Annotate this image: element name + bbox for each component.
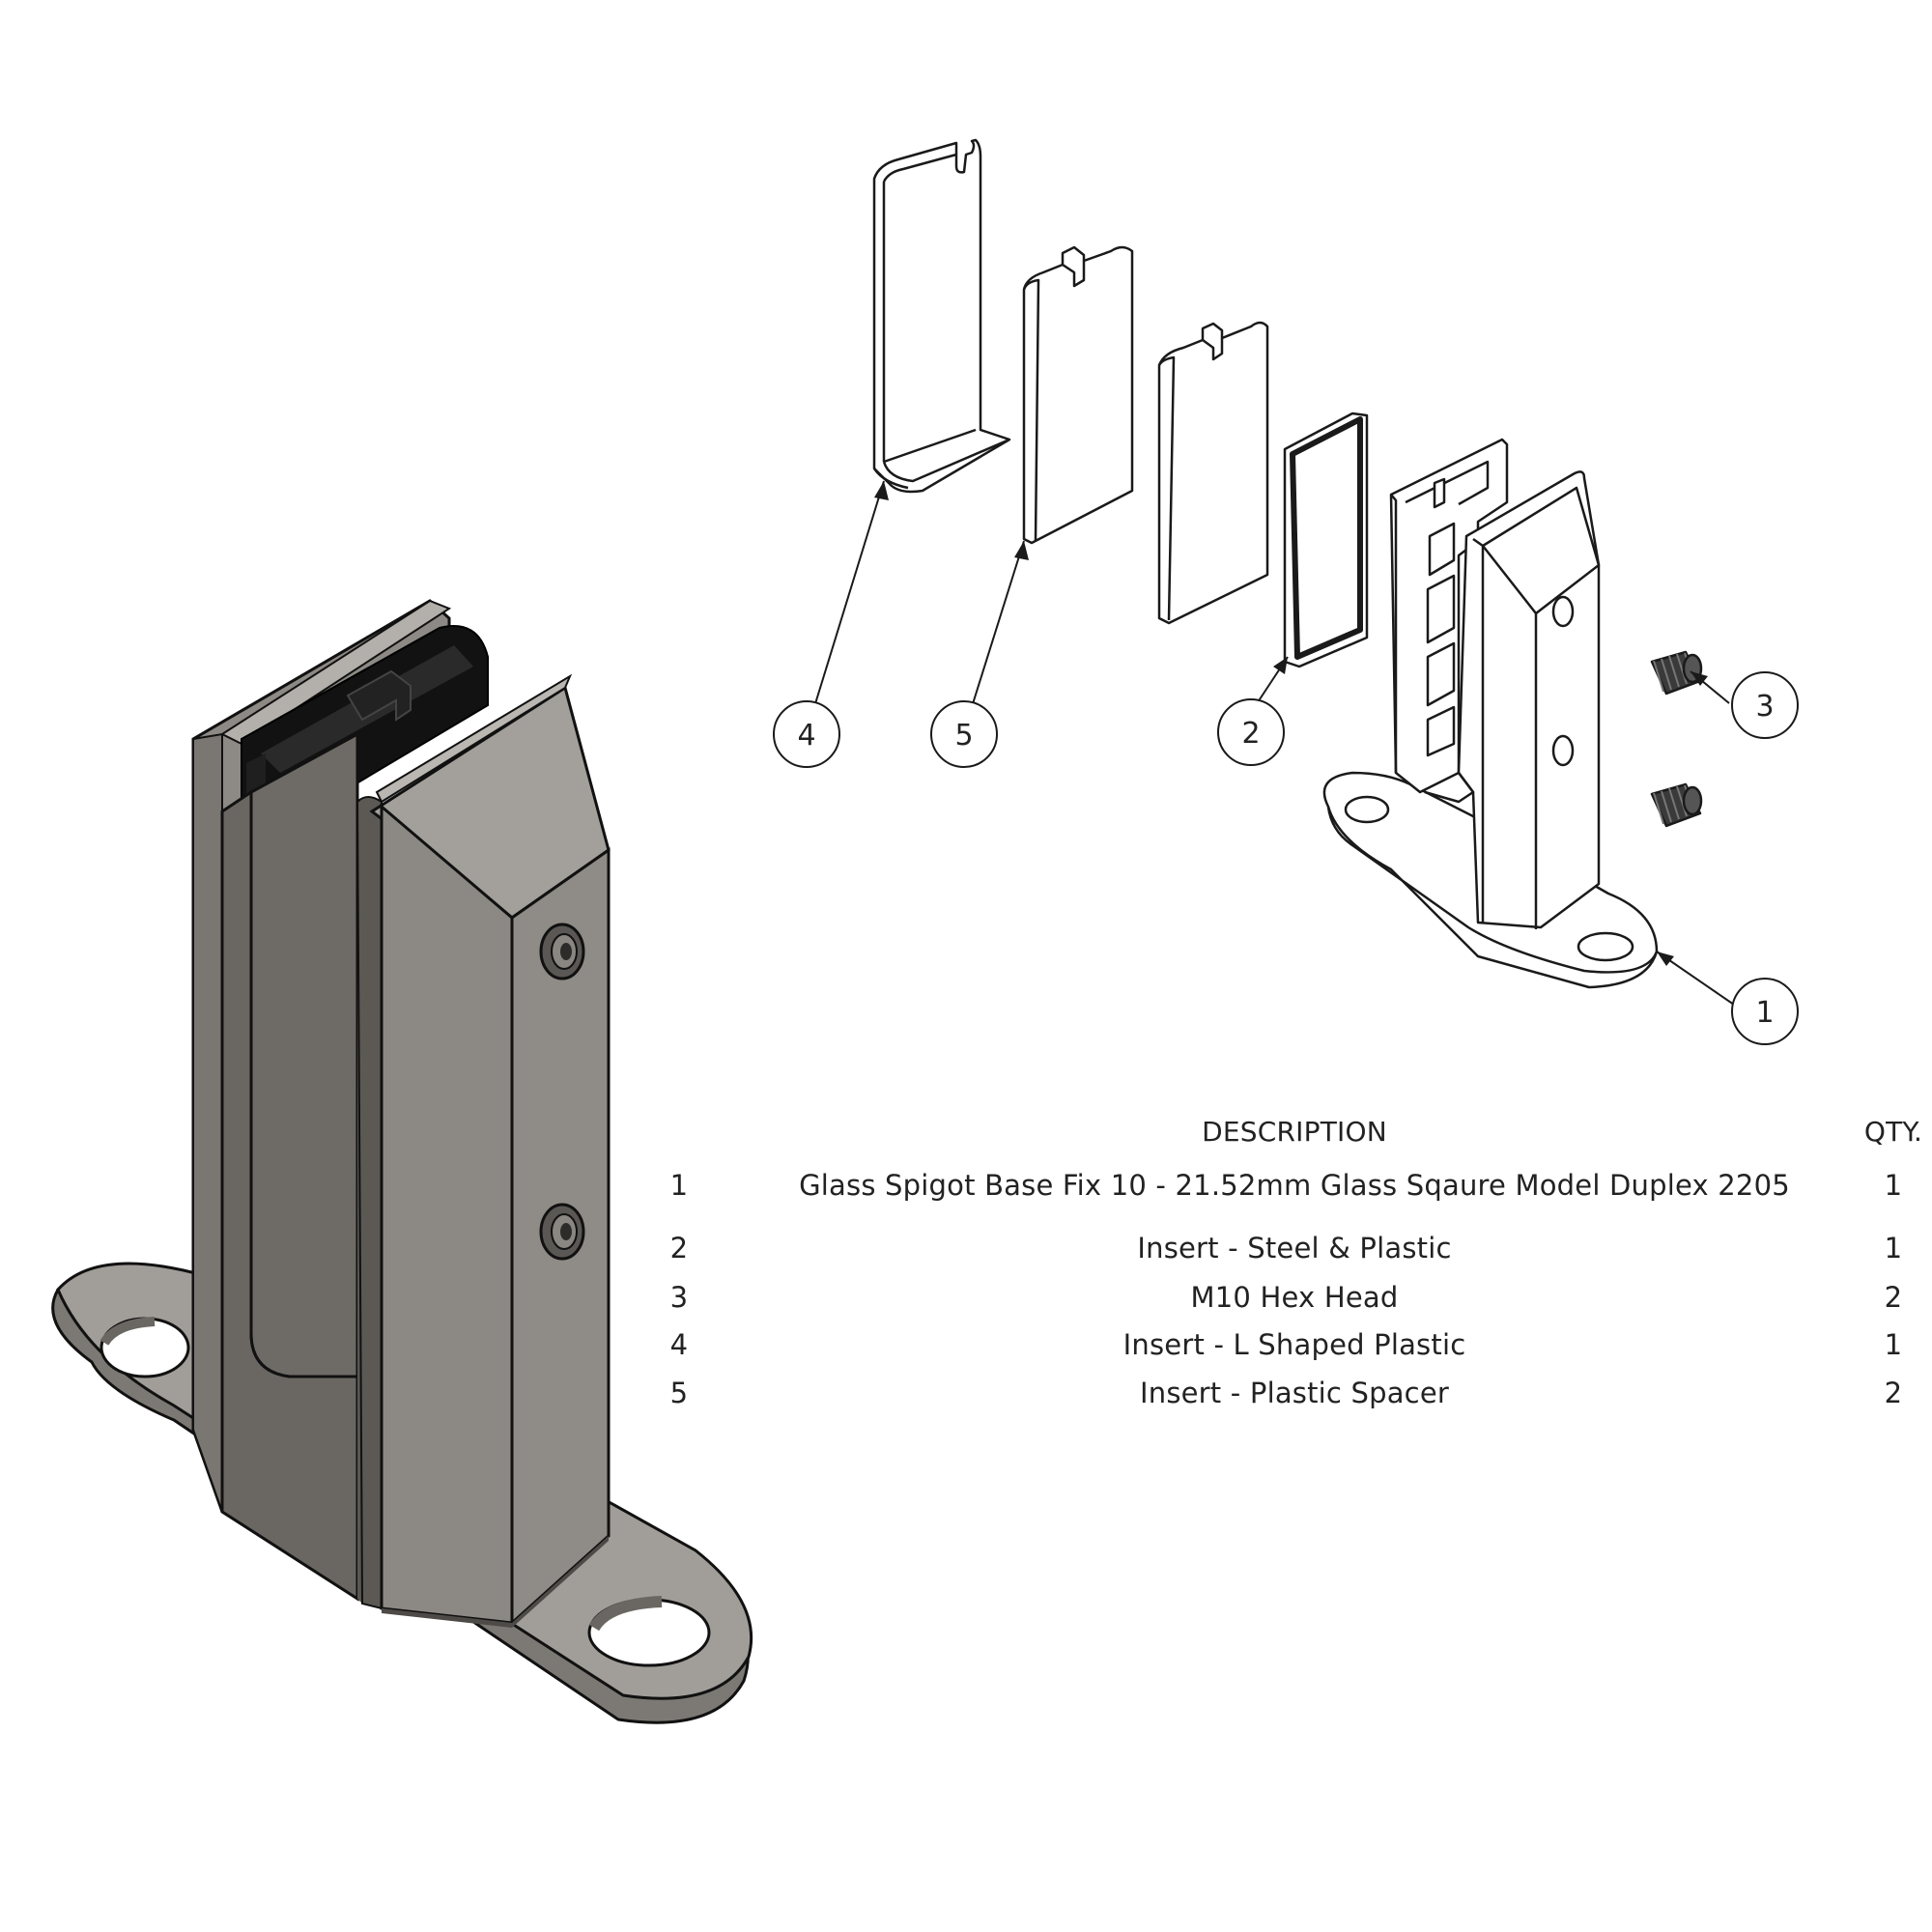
balloon-3-label: 3	[1755, 690, 1774, 724]
leader-5	[970, 540, 1025, 711]
balloon-5	[930, 700, 998, 768]
front-clamp-body	[220, 673, 611, 1628]
balloon-3	[1731, 671, 1799, 739]
assembled-spigot-render	[51, 599, 753, 1724]
balloon-1-label: 1	[1755, 996, 1774, 1030]
set-screw-upper	[539, 923, 585, 980]
balloon-5-label: 5	[954, 719, 973, 753]
balloon-2	[1217, 698, 1285, 766]
balloon-4-label: 4	[797, 719, 815, 753]
balloon-labels: 4 5 2 3 1	[797, 690, 1774, 1030]
part-4-l-shaped-insert	[872, 138, 1011, 494]
balloon-2-label: 2	[1241, 717, 1260, 751]
callouts	[773, 480, 1799, 1045]
part-2-steel-plastic-insert	[1283, 412, 1369, 668]
part-1-spigot-body	[1322, 438, 1659, 989]
set-screw-lower	[539, 1203, 585, 1261]
balloon-1	[1731, 978, 1799, 1045]
part-3-hex-head-screw-lower	[1650, 782, 1703, 828]
balloon-4	[773, 700, 840, 768]
part-5-plastic-spacer-second	[1157, 321, 1269, 625]
leader-4	[812, 480, 885, 711]
part-5-plastic-spacer	[1022, 245, 1134, 545]
exploded-view	[872, 138, 1703, 989]
